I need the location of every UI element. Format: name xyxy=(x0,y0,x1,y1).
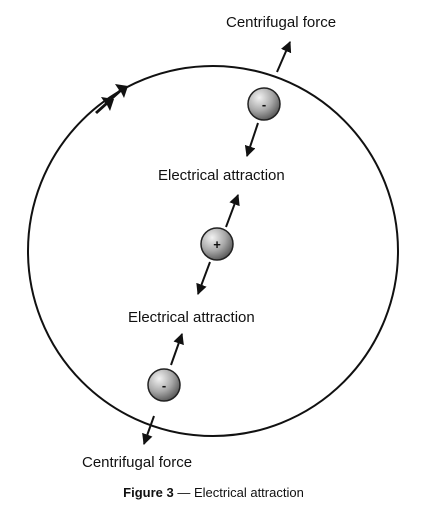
figure-caption-separator: — xyxy=(173,485,194,500)
electron-bottom: - xyxy=(147,368,181,402)
centrifugal-force-label-bottom: Centrifugal force xyxy=(82,454,193,471)
orbit-circle xyxy=(27,65,399,437)
centrifugal-force-label-top: Centrifugal force xyxy=(226,14,337,31)
electrical-attraction-label-bottom: Electrical attraction xyxy=(128,309,255,326)
centrifugal-arrow-bottom xyxy=(142,415,155,446)
nucleus: + xyxy=(200,227,234,261)
electron-top: - xyxy=(247,87,281,121)
attraction-arrow-nucleus-down xyxy=(196,261,211,296)
attraction-arrow-bottom-electron xyxy=(170,332,184,366)
figure-caption-text: Electrical attraction xyxy=(193,485,304,500)
figure-caption-label: Figure 3 xyxy=(123,485,174,500)
electron-bottom-sign: - xyxy=(162,378,166,393)
attraction-arrow-nucleus-up xyxy=(225,193,240,228)
electron-top-sign: - xyxy=(262,97,266,112)
centrifugal-arrow-top xyxy=(276,40,292,73)
figure-caption: Figure 3 — Electrical attraction xyxy=(0,485,427,500)
electrical-attraction-label-top: Electrical attraction xyxy=(158,167,285,184)
orbit-direction-icon xyxy=(95,84,128,114)
nucleus-sign: + xyxy=(213,237,221,252)
attraction-arrow-top-electron xyxy=(244,122,259,158)
